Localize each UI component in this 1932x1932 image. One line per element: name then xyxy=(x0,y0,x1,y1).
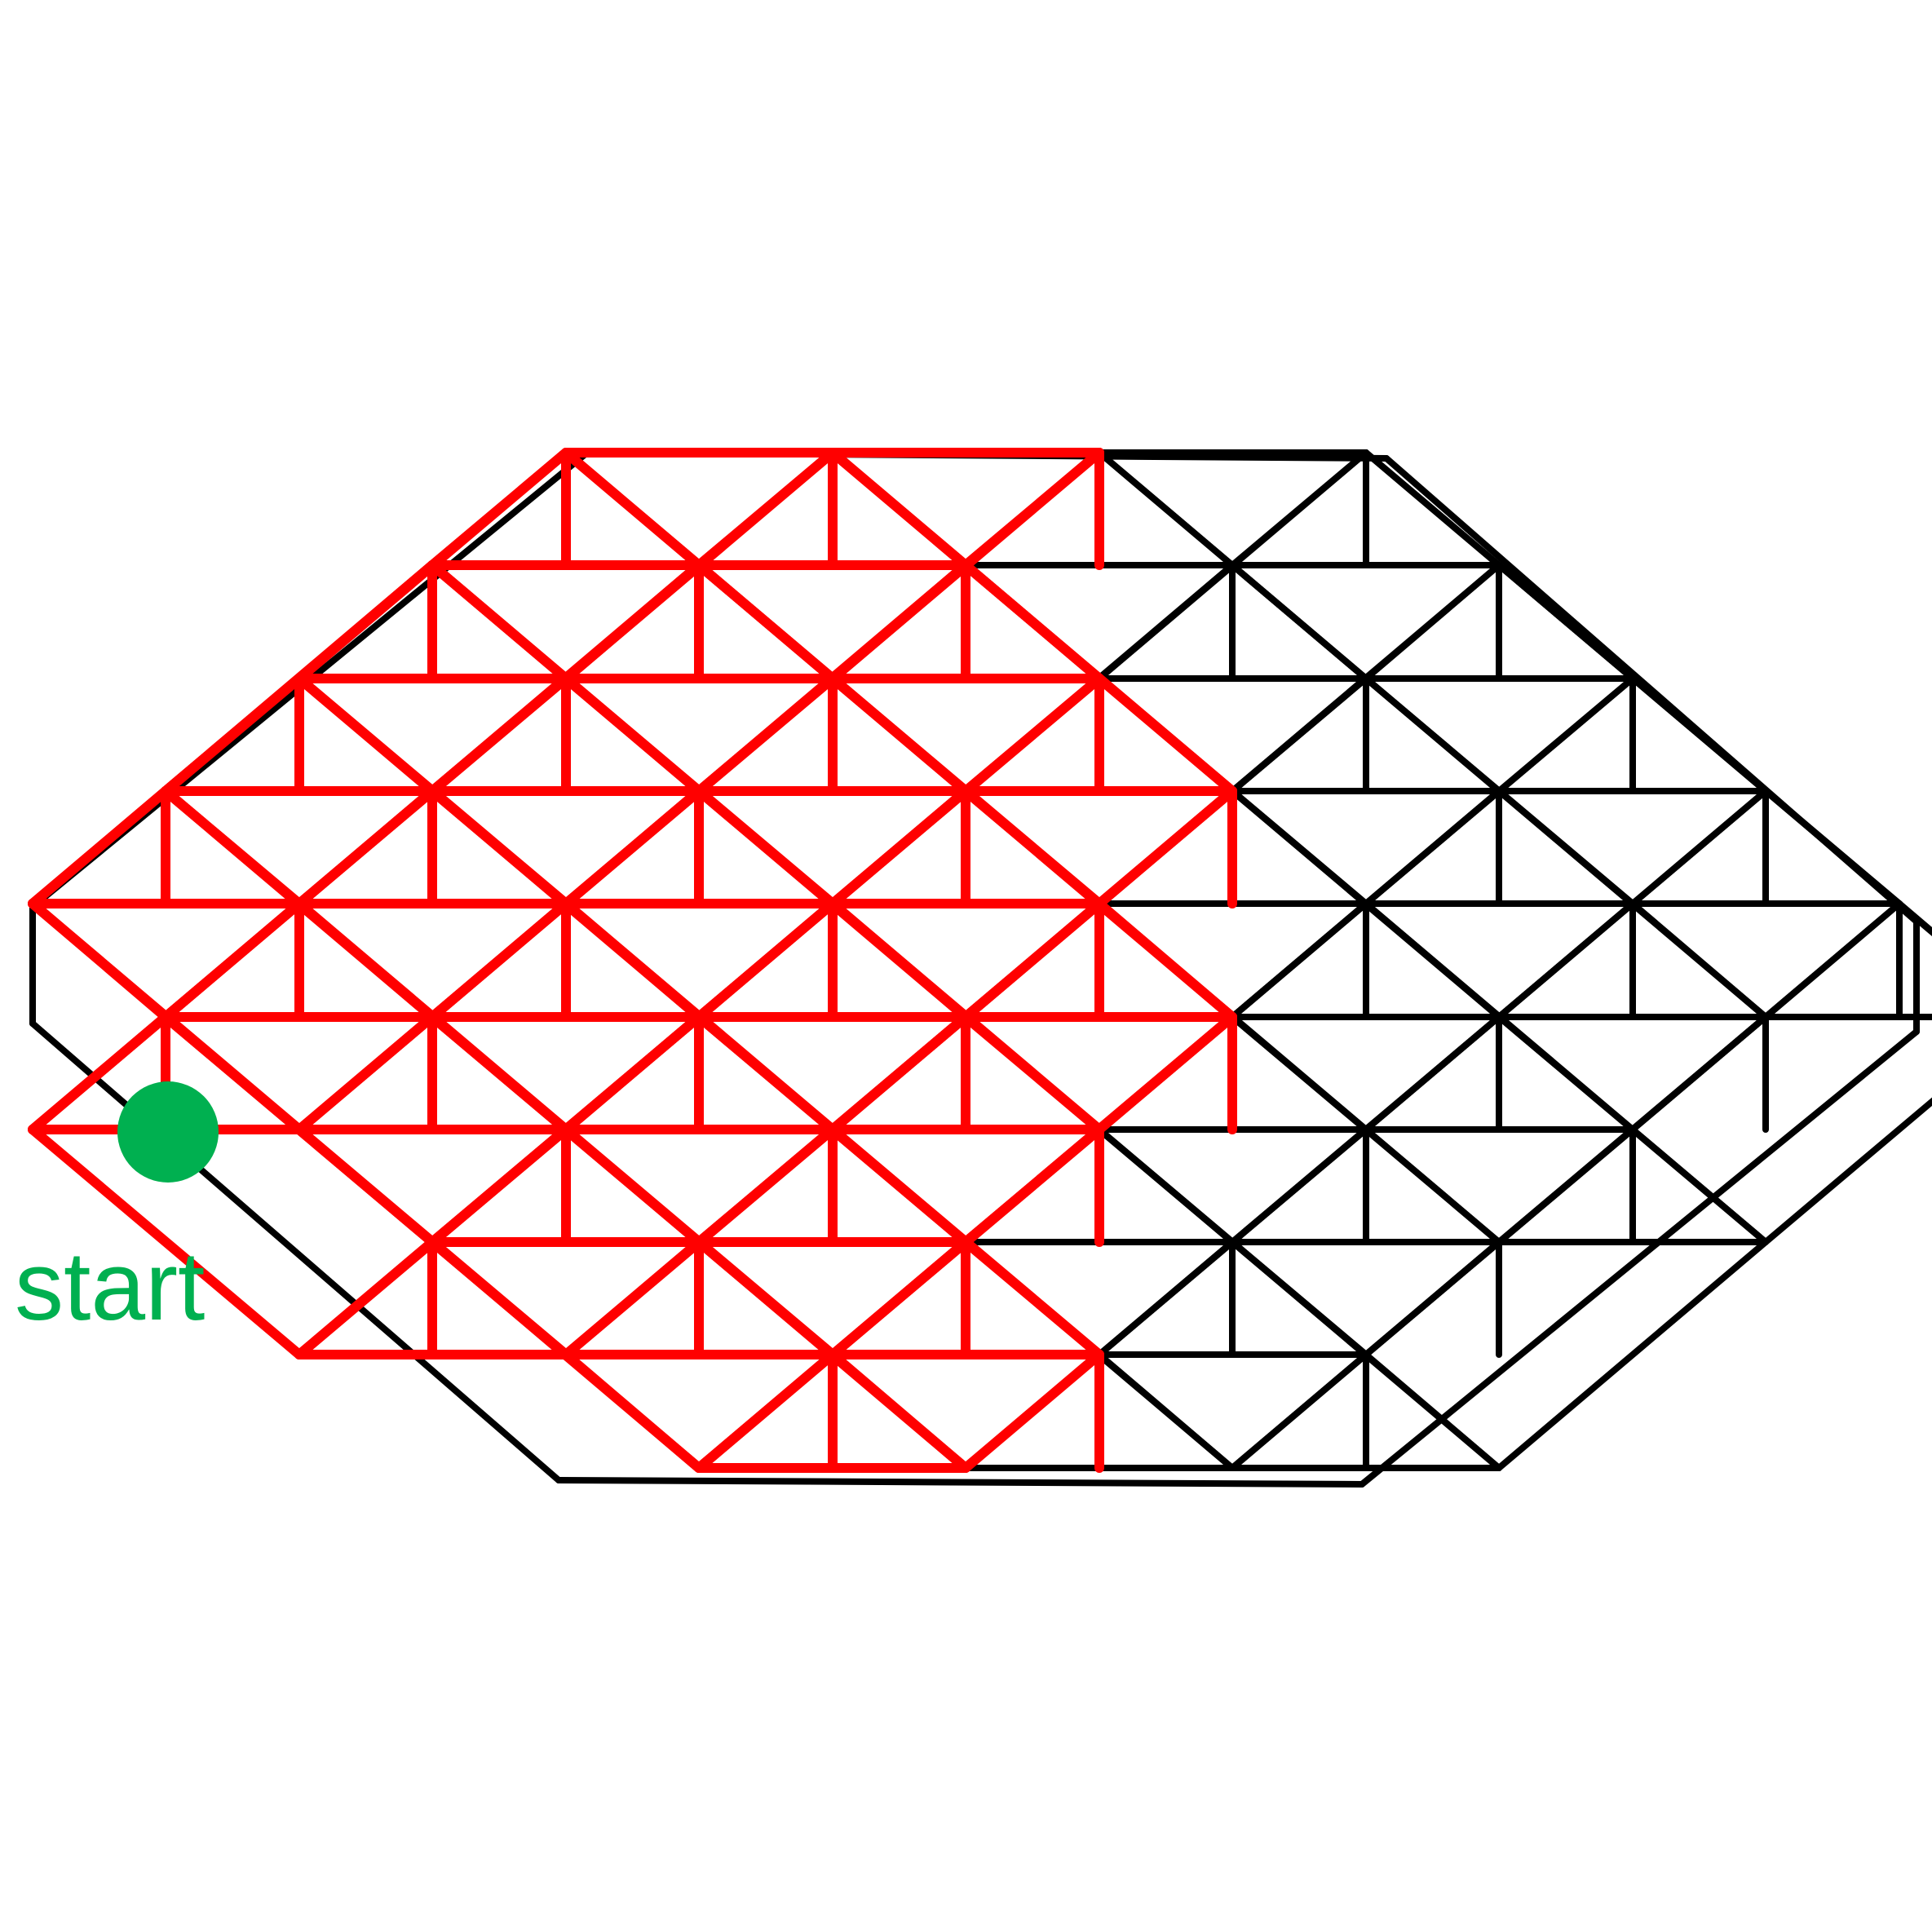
visited-edge xyxy=(294,1237,437,1359)
visited-path-edges xyxy=(28,448,1237,1473)
start-marker xyxy=(117,1081,219,1183)
unvisited-edge xyxy=(1629,900,1769,1020)
visited-edge xyxy=(961,1237,1104,1359)
visited-edge xyxy=(828,1350,970,1473)
unvisited-edge xyxy=(1359,1028,1920,1488)
unvisited-edge xyxy=(1896,900,1932,936)
unvisited-edge xyxy=(1629,1126,1769,1245)
visited-edge xyxy=(28,786,170,909)
unvisited-edge xyxy=(1229,1351,1369,1471)
unvisited-edge xyxy=(1762,1097,1932,1245)
visited-edge xyxy=(1094,899,1237,1022)
visited-edge xyxy=(561,1237,704,1359)
unvisited-edge xyxy=(29,1020,562,1483)
unvisited-edge xyxy=(555,1477,1365,1488)
unvisited-edges xyxy=(29,449,1932,1488)
unvisited-edge xyxy=(1096,1351,1236,1471)
unvisited-edge xyxy=(1363,1126,1502,1245)
start-label: start xyxy=(15,1231,205,1341)
unvisited-edge xyxy=(1363,1351,1502,1471)
unvisited-edge xyxy=(1496,1239,1769,1471)
visited-edge xyxy=(694,1350,838,1473)
visited-edge xyxy=(961,1012,1104,1134)
visited-edge xyxy=(294,1012,437,1134)
visited-edge xyxy=(1094,674,1237,796)
visited-edge xyxy=(561,1350,704,1473)
visited-edge xyxy=(28,1125,304,1359)
unvisited-edge xyxy=(1383,455,1920,925)
visited-edge xyxy=(28,1012,170,1134)
visited-edge xyxy=(961,1350,1104,1473)
